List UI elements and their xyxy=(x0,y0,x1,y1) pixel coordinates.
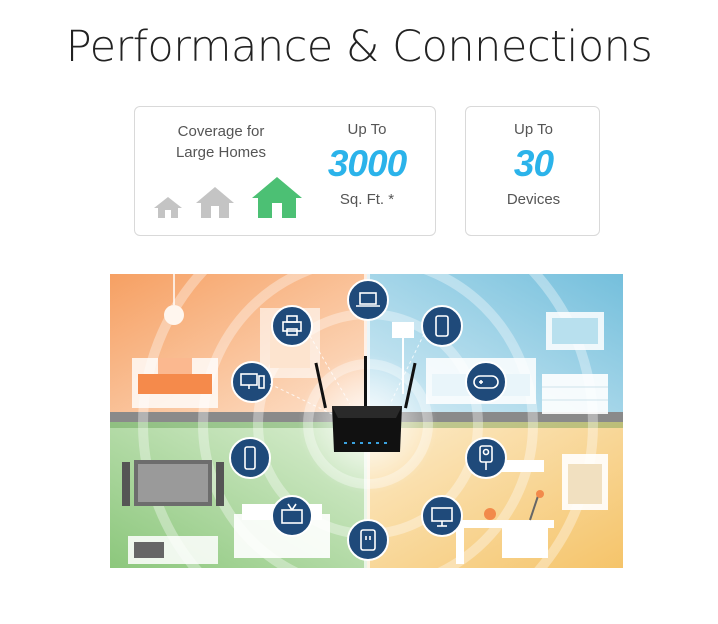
coverage-prefix: Up To xyxy=(347,121,387,138)
coverage-value: 3000 xyxy=(327,143,407,184)
home-icon-small xyxy=(154,197,182,218)
house-icons xyxy=(153,173,303,219)
coverage-label-line1: Coverage for xyxy=(177,123,265,140)
tablet-icon xyxy=(421,305,463,347)
home-scene-svg xyxy=(110,274,623,568)
devices-stat: Up To 30 Devices xyxy=(466,121,601,209)
monitor-icon xyxy=(421,495,463,537)
office-furniture xyxy=(446,454,608,564)
smart-plug-icon xyxy=(347,519,389,561)
home-scene-illustration xyxy=(110,274,623,568)
page-title: Performance & Connections xyxy=(65,22,653,72)
ip-camera-icon xyxy=(465,437,507,479)
router-icon xyxy=(314,356,417,452)
devices-unit: Devices xyxy=(506,191,561,208)
laptop-icon xyxy=(347,279,389,321)
desktop-icon xyxy=(231,361,273,403)
home-icon-medium xyxy=(196,187,234,218)
coverage-stat: Up To 3000 Sq. Ft. * xyxy=(311,121,423,209)
smartphone-icon xyxy=(229,437,271,479)
printer-icon xyxy=(271,305,313,347)
coverage-card: Coverage for Large Homes Up To 3000 Sq. … xyxy=(134,106,436,236)
devices-card: Up To 30 Devices xyxy=(465,106,600,236)
home-icon-large xyxy=(252,177,302,218)
coverage-label: Coverage for Large Homes xyxy=(155,121,287,163)
coverage-unit: Sq. Ft. * xyxy=(339,191,395,208)
bedroom-furniture xyxy=(132,274,320,408)
tv-icon xyxy=(271,495,313,537)
coverage-label-line2: Large Homes xyxy=(175,144,267,161)
gamepad-icon xyxy=(465,361,507,403)
devices-prefix: Up To xyxy=(514,121,553,138)
devices-value: 30 xyxy=(513,143,554,184)
